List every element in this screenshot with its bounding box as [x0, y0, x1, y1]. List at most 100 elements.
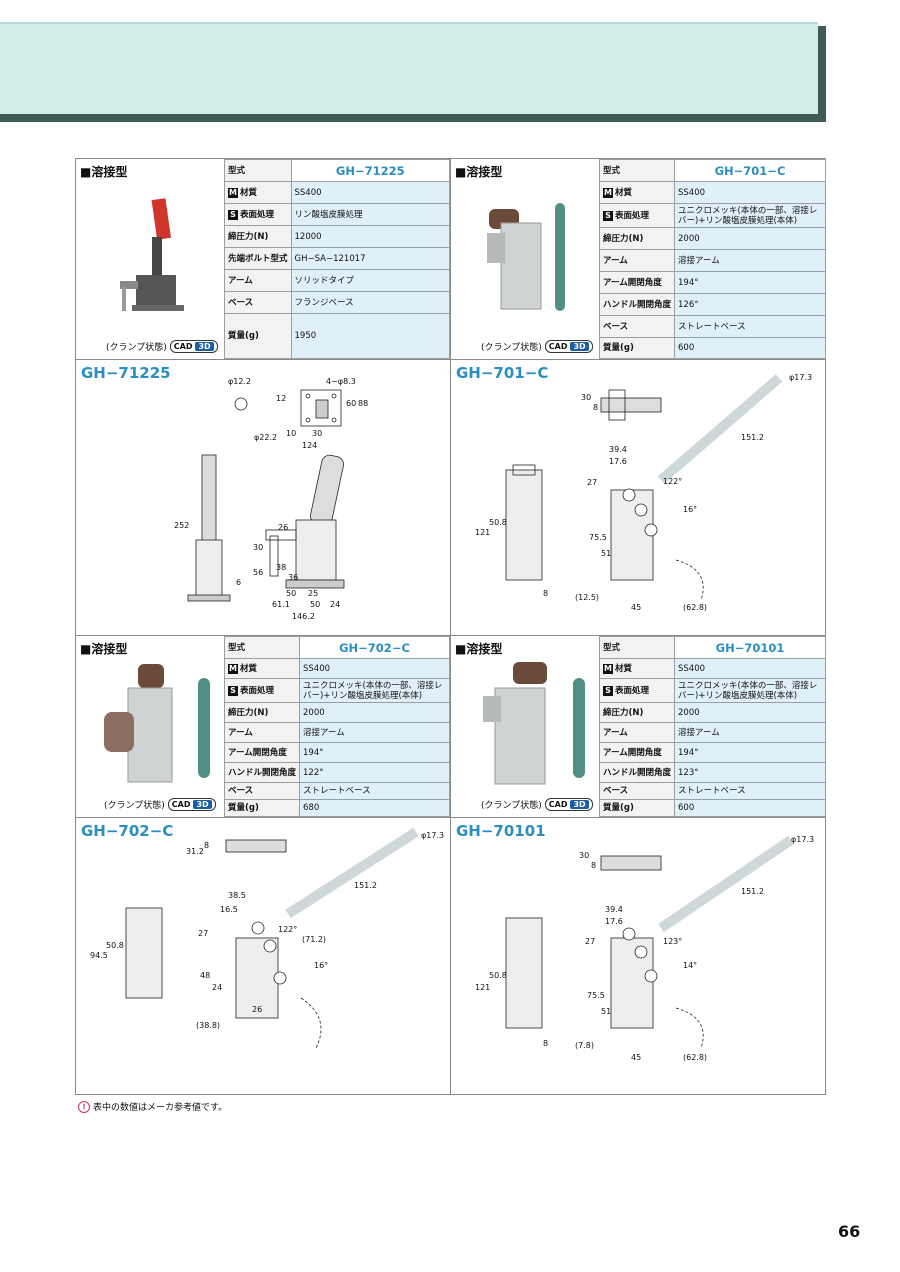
dim-label: 12 [276, 394, 286, 403]
dim-label: 10 [286, 429, 296, 438]
dim-label: 24 [330, 600, 340, 609]
dim-label: 146.2 [292, 612, 315, 621]
page-number: 66 [838, 1222, 861, 1241]
dim-label: 27 [198, 929, 208, 938]
dim-label: 51 [601, 1007, 611, 1016]
dim-label: 30 [312, 429, 322, 438]
dim-label: 45 [631, 1053, 641, 1062]
dim-label: 94.5 [90, 951, 108, 960]
dim-label: φ17.3 [789, 373, 812, 382]
banner-shadow-right [818, 26, 826, 122]
section-title: ■溶接型 [455, 165, 503, 179]
drawing-block-1: GH−71225 φ12.2 12 4−φ8.3 60 [76, 360, 450, 635]
dim-label: 51 [601, 549, 611, 558]
dim-label: 38.5 [228, 891, 246, 900]
drawing-title: GH−701−C [456, 364, 549, 382]
dim-label: 4−φ8.3 [326, 377, 356, 386]
dim-label: 50.8 [489, 518, 507, 527]
dim-label: 48 [200, 971, 210, 980]
header-banner [0, 22, 826, 122]
dim-label: 31.2 [186, 847, 204, 856]
section-title: ■溶接型 [80, 642, 128, 656]
dim-label: 16° [314, 961, 328, 970]
dim-label: 30 [253, 543, 263, 552]
dim-label: 75.5 [589, 533, 607, 542]
dim-label: 50.8 [489, 971, 507, 980]
dim-label: 121 [475, 983, 490, 992]
product-photo-4 [483, 662, 585, 785]
product-photo-2 [487, 203, 565, 311]
row-divider-2 [76, 635, 826, 636]
technical-drawing-3: φ17.3 31.2 8 151.2 38.5 16.5 27 122° (71… [90, 827, 444, 1049]
dim-label: 39.4 [609, 445, 627, 454]
dim-label: 151.2 [354, 881, 377, 890]
drawing-block-4: GH−70101 φ17.3 30 8 151.2 39.4 17.6 27 [451, 818, 826, 1095]
section-title: ■溶接型 [80, 165, 128, 179]
dim-label: 30 [579, 851, 589, 860]
drawing-title: GH−70101 [456, 822, 546, 840]
dim-label: 60 [346, 399, 356, 408]
info-icon: ! [78, 1100, 90, 1113]
technical-drawing-4: φ17.3 30 8 151.2 39.4 17.6 27 123° 14° 1… [475, 835, 814, 1062]
dim-label: 252 [174, 521, 189, 530]
banner-shadow-bottom [0, 114, 826, 122]
row-divider-1 [76, 359, 826, 360]
dim-label: 30 [581, 393, 591, 402]
dim-label: 122° [278, 925, 297, 934]
dim-label: 6 [236, 578, 241, 587]
dim-label: (38.8) [196, 1021, 220, 1030]
dim-label: 17.6 [605, 917, 623, 926]
dim-label: 8 [543, 589, 548, 598]
dim-label: 25 [308, 589, 318, 598]
dim-label: 50 [286, 589, 296, 598]
dim-label: 50.8 [106, 941, 124, 950]
section-title: ■溶接型 [455, 642, 503, 656]
dim-label: 24 [212, 983, 222, 992]
dim-label: 45 [631, 603, 641, 612]
dim-label: 26 [252, 1005, 262, 1014]
drawing-title: GH−702−C [81, 822, 174, 840]
dim-label: 61.1 [272, 600, 290, 609]
dim-label: φ12.2 [228, 377, 251, 386]
dim-label: 151.2 [741, 433, 764, 442]
dim-label: 26 [278, 523, 288, 532]
drawing-block-3: GH−702−C φ17.3 31.2 8 151.2 38.5 16.5 27 [76, 818, 450, 1095]
dim-label: 8 [593, 403, 598, 412]
dim-label: 50 [310, 600, 320, 609]
drawing-block-2: GH−701−C φ17.3 30 8 151.2 39.4 17.6 [451, 360, 826, 635]
dim-label: 27 [585, 937, 595, 946]
dim-label: 8 [204, 841, 209, 850]
footnote-text: 表中の数値はメーカ参考値です。 [93, 1103, 228, 1113]
dim-label: 36 [288, 573, 298, 582]
dim-label: 151.2 [741, 887, 764, 896]
dim-label: (62.8) [683, 603, 707, 612]
dim-label: (71.2) [302, 935, 326, 944]
dim-label: 75.5 [587, 991, 605, 1000]
banner-face [0, 22, 818, 116]
dim-label: 14° [683, 961, 697, 970]
caption-text: (クランプ状態) [106, 343, 167, 353]
technical-drawing-1: φ12.2 12 4−φ8.3 60 88 φ22.2 10 30 124 25… [174, 377, 368, 621]
product-photo-1 [120, 198, 184, 311]
dim-label: 8 [591, 861, 596, 870]
drawing-title: GH−71225 [81, 364, 171, 382]
dim-label: 122° [663, 477, 682, 486]
dim-label: 38 [276, 563, 286, 572]
dim-label: 17.6 [609, 457, 627, 466]
dim-label: 124 [302, 441, 317, 450]
dim-label: 39.4 [605, 905, 623, 914]
dim-label: φ17.3 [791, 835, 814, 844]
footnote: ! 表中の数値はメーカ参考値です。 [78, 1100, 227, 1113]
dim-label: (12.5) [575, 593, 599, 602]
